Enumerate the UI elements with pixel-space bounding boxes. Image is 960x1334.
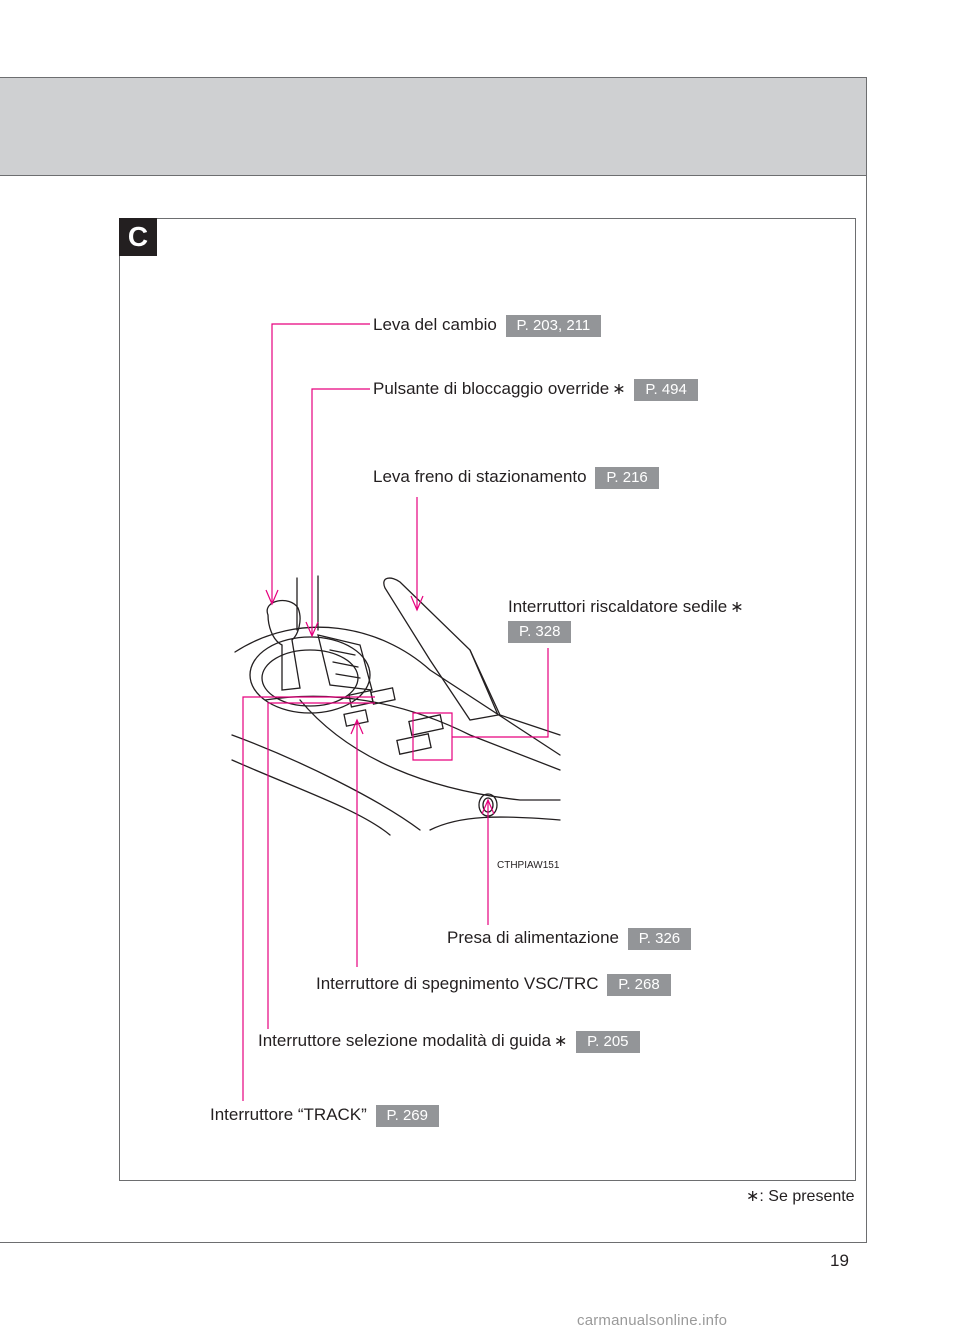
right-rule [866,77,867,1242]
vsc-trc-label: Interruttore di spegnimento VSC/TRC [316,974,599,993]
optional-star-icon: ∗ [612,381,626,398]
override-button-page-ref[interactable]: P. 494 [634,378,698,401]
callout-override-button: Pulsante di bloccaggio override∗ P. 494 [373,378,698,401]
diagram-frame [119,218,856,1181]
callout-seat-heater: Interruttori riscaldatore sedile∗ [508,596,744,619]
callout-power-outlet: Presa di alimentazione P. 326 [447,927,692,950]
callout-seat-heater-ref: P. 328 [504,620,572,643]
parking-brake-label: Leva freno di stazionamento [373,467,587,486]
header-band [0,77,866,176]
override-button-label: Pulsante di bloccaggio override [373,379,610,398]
track-label: Interruttore “TRACK” [210,1105,367,1124]
watermark: carmanualsonline.info [577,1312,728,1329]
leader-override [311,388,370,635]
section-badge: C [119,218,157,256]
leader-track [242,696,375,1101]
track-page-ref[interactable]: P. 269 [375,1104,439,1127]
shift-lever-label: Leva del cambio [373,315,497,334]
optional-star-icon: ∗ [730,599,744,616]
drive-mode-label: Interruttore selezione modalità di guida [258,1031,551,1050]
parking-brake-page-ref[interactable]: P. 216 [595,466,659,489]
shift-lever-page-ref[interactable]: P. 203, 211 [505,314,602,337]
footnote: ∗: Se presente [743,1186,855,1206]
callout-shift-lever: Leva del cambio P. 203, 211 [373,314,602,337]
leader-lines [242,323,549,1101]
leader-shift-lever [271,323,370,602]
callout-parking-brake: Leva freno di stazionamento P. 216 [373,466,659,489]
seat-heater-label: Interruttori riscaldatore sedile [508,597,728,616]
illustration-code: CTHPIAW151 [497,860,560,871]
optional-star-icon: ∗ [553,1033,568,1050]
vsc-trc-page-ref[interactable]: P. 268 [607,973,671,996]
callout-drive-mode: Interruttore selezione modalità di guida… [258,1030,640,1053]
leader-drive-mode [267,702,375,1029]
power-outlet-label: Presa di alimentazione [447,928,619,947]
footnote-text: : Se presente [759,1188,855,1205]
seat-heater-page-ref[interactable]: P. 328 [508,620,572,643]
bottom-rule [0,1242,867,1243]
leader-arrowheads [265,589,495,815]
page-number: 19 [830,1251,849,1270]
power-outlet-page-ref[interactable]: P. 326 [627,927,692,950]
callout-track: Interruttore “TRACK” P. 269 [210,1104,439,1127]
drive-mode-page-ref[interactable]: P. 205 [576,1030,640,1053]
leader-seat-heater [412,648,549,761]
footnote-star-icon: ∗ [746,1188,760,1205]
callout-vsc-trc: Interruttore di spegnimento VSC/TRC P. 2… [316,973,671,996]
